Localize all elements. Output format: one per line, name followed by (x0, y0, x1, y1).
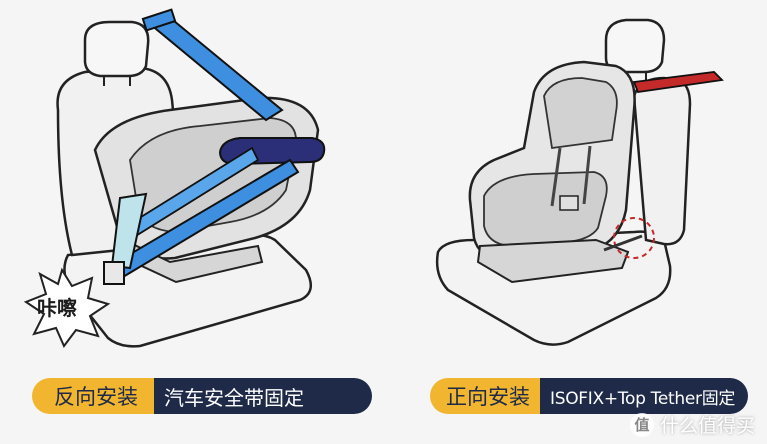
harness-strap-left (550, 147, 562, 207)
child-seat-cushion (483, 171, 608, 247)
watermark: 值 什么值得买 (629, 411, 755, 438)
rear-facing-caption: 反向安装 汽车安全带固定 (32, 378, 372, 414)
rear-facing-illustration (23, 8, 326, 348)
rear-facing-panel: 咔嚓 反向安装 汽车安全带固定 (23, 8, 372, 414)
belt-anchor-top (141, 8, 177, 32)
forward-facing-illustration (435, 18, 724, 346)
buckle (103, 261, 125, 285)
child-seat-base (476, 238, 630, 284)
forward-facing-panel: 正向安装 ISOFIX+Top Tether固定 值 什么值得买 (384, 0, 767, 444)
isofix-highlight-circle (613, 217, 655, 259)
forward-facing-tag: 正向安装 (430, 378, 540, 414)
isofix-tether-desc: ISOFIX+Top Tether固定 (540, 378, 748, 414)
click-starburst (23, 267, 111, 348)
buckle-strap (110, 192, 148, 270)
vehicle-headrest (604, 18, 666, 74)
harness-strap-right (582, 145, 592, 205)
seatbelt-fixing-desc: 汽车安全带固定 (154, 378, 372, 414)
watermark-logo-icon: 值 (629, 412, 654, 437)
vehicle-headrest (83, 20, 150, 78)
watermark-text: 什么值得买 (659, 415, 755, 437)
harness-buckle (559, 195, 579, 211)
child-seat-headrest (543, 77, 618, 150)
click-sound-label: 咔嚓 (37, 296, 77, 320)
rear-facing-tag: 反向安装 (32, 378, 154, 414)
forward-facing-caption: 正向安装 ISOFIX+Top Tether固定 (430, 378, 748, 414)
isofix-arm (603, 234, 643, 252)
top-tether-strap (632, 71, 724, 93)
